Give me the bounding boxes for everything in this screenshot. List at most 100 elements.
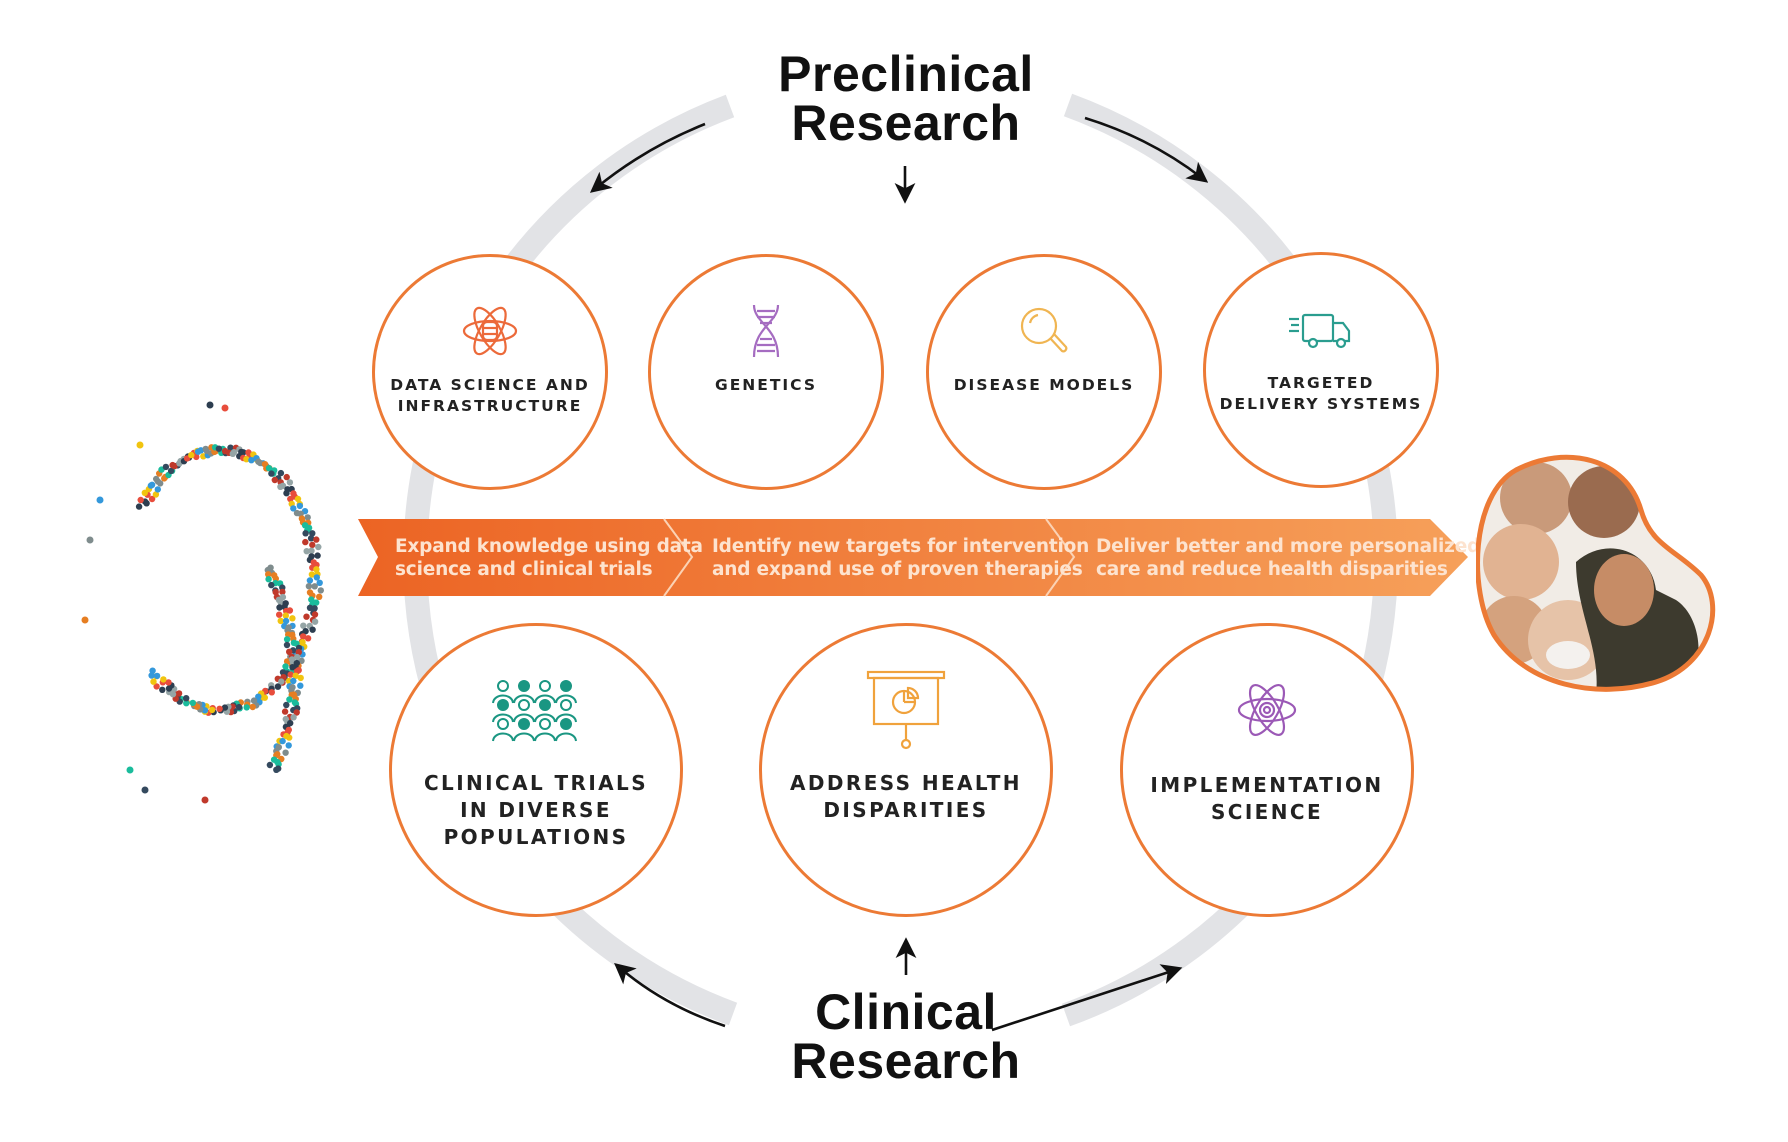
magnifier-icon xyxy=(1020,307,1068,353)
focus-area-label: Implementation Science xyxy=(1150,772,1383,826)
crowd-person xyxy=(286,607,294,614)
crowd-person xyxy=(257,459,264,467)
label-line: Targeted xyxy=(1267,374,1375,392)
presentation-chart-icon xyxy=(866,670,946,750)
crowd-person xyxy=(188,451,195,459)
crowd-person xyxy=(308,571,316,578)
crowd-person xyxy=(268,689,275,696)
crowd-person xyxy=(290,677,297,685)
person-head xyxy=(539,718,551,730)
crowd-person xyxy=(227,444,234,451)
crowd-person xyxy=(136,441,144,449)
crowd-person xyxy=(302,538,309,546)
crowd-person xyxy=(311,618,319,625)
bean-frame xyxy=(1476,454,1716,692)
band-segment-2-line2: and expand use of proven therapies xyxy=(712,559,1083,580)
crowd-person xyxy=(126,766,134,774)
band-segment-1-line1: Expand knowledge using data xyxy=(395,536,703,557)
crowd-person xyxy=(317,587,324,594)
crowd-person xyxy=(282,612,289,619)
crowd-person xyxy=(183,700,190,707)
crowd-person xyxy=(208,706,216,714)
crowd-person xyxy=(267,564,274,571)
crowd-person xyxy=(206,401,214,409)
crowd-person xyxy=(277,599,284,606)
crowd-person xyxy=(283,473,290,481)
crowd-person xyxy=(235,703,243,711)
crowd-person xyxy=(300,622,307,629)
label-line: Disparities xyxy=(823,798,989,822)
crowd-person xyxy=(283,641,291,649)
crowd-person xyxy=(243,704,250,711)
crowd-person xyxy=(279,588,286,596)
crowd-person xyxy=(150,678,157,685)
focus-area-label: Clinical Trials in Diverse Populations xyxy=(424,770,648,851)
band-segment-3-line2: care and reduce health disparities xyxy=(1096,559,1448,580)
crowd-person xyxy=(313,536,320,543)
face xyxy=(1568,466,1640,538)
focus-area-data-science: Data Science and Infrastructure xyxy=(372,254,608,490)
crowd-person xyxy=(276,604,283,611)
person-body xyxy=(492,732,514,742)
person-head xyxy=(518,680,530,692)
crowd-person xyxy=(305,583,313,590)
person-body xyxy=(555,732,577,742)
label-line: Address Health xyxy=(790,771,1022,795)
crowd-person xyxy=(309,626,316,633)
label-line: Disease Models xyxy=(953,376,1135,394)
crowd-person xyxy=(283,636,291,643)
crowd-person xyxy=(277,469,285,477)
crowd-person xyxy=(313,566,320,573)
crowd-person xyxy=(304,635,312,642)
label-line: Delivery Systems xyxy=(1219,395,1423,413)
crowd-person xyxy=(278,678,285,685)
crowd-person xyxy=(295,667,302,674)
label-line: Infrastructure xyxy=(397,397,583,415)
crowd-person xyxy=(282,617,290,625)
label-line: in Diverse xyxy=(460,798,612,822)
crowd-person xyxy=(143,500,150,507)
crowd-person xyxy=(308,553,315,560)
band-divider-1 xyxy=(663,518,694,597)
crowd-person xyxy=(96,496,104,504)
label-line: Populations xyxy=(443,825,629,849)
crowd-person xyxy=(274,751,281,758)
crowd-person xyxy=(282,600,289,607)
crowd-person xyxy=(86,536,94,544)
band-segment-2: Identify new targets for intervention an… xyxy=(712,535,1089,581)
crowd-person xyxy=(272,588,279,596)
person-head xyxy=(539,699,551,711)
crowd-person xyxy=(297,510,304,517)
crowd-person xyxy=(286,696,293,703)
crowd-person xyxy=(289,615,296,622)
crowd-person xyxy=(265,465,273,472)
band-segment-3-line1: Deliver better and more personalized xyxy=(1096,536,1481,557)
crowd-person xyxy=(266,761,274,769)
crowd-person xyxy=(221,704,229,711)
face xyxy=(1500,462,1572,534)
focus-area-label: Genetics xyxy=(715,375,817,396)
focus-area-targeted-delivery: Targeted Delivery Systems xyxy=(1203,252,1439,488)
crowd-person xyxy=(276,611,283,618)
crowd-person xyxy=(137,496,144,504)
crowd-person xyxy=(311,605,318,612)
crowd-person xyxy=(169,691,177,698)
preclinical-title-line2: Research xyxy=(791,95,1021,151)
crowd-person xyxy=(316,579,323,586)
crowd-person xyxy=(293,659,300,667)
crowd-person xyxy=(275,765,282,772)
crowd-person xyxy=(290,505,297,512)
crowd-person xyxy=(297,674,304,682)
person-body xyxy=(513,713,535,723)
crowd-person xyxy=(141,489,148,496)
crowd-person xyxy=(297,682,304,689)
atom-icon xyxy=(1237,684,1297,736)
crowd-person xyxy=(81,616,89,624)
person-head xyxy=(518,699,530,711)
crowd-person xyxy=(286,648,293,655)
crowd-person xyxy=(230,449,238,456)
crowd-person xyxy=(160,676,167,683)
crowd-person xyxy=(287,719,294,727)
crowd-person xyxy=(148,672,155,679)
